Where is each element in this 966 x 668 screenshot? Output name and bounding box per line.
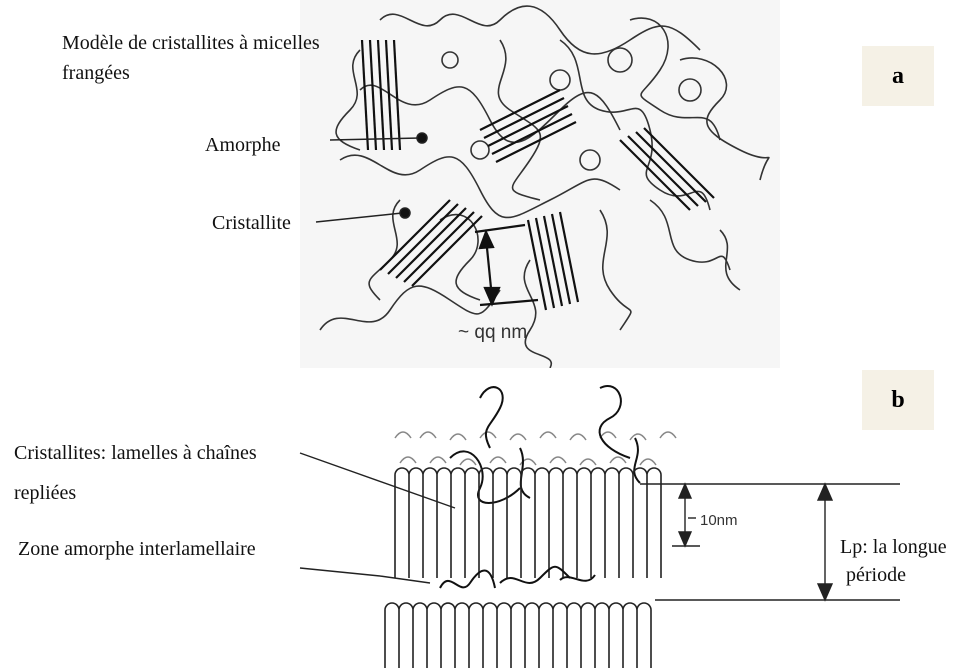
title-line-2: frangées — [62, 60, 130, 86]
label-lp-line-2: période — [846, 562, 906, 588]
lamella-folds — [385, 603, 651, 668]
lamella-folds — [395, 468, 661, 578]
label-scale-qq-nm: ~ qq nm — [458, 320, 527, 346]
panel-b: Cristallites: lamelles à chaînes repliée… — [0, 368, 966, 668]
label-ten-nm: 10nm — [700, 508, 738, 534]
title-line-1: Modèle de cristallites à micelles — [62, 30, 320, 56]
panel-tag-a: a — [862, 46, 934, 106]
label-zone-amorphe: Zone amorphe interlamellaire — [18, 536, 256, 562]
label-amorphe: Amorphe — [205, 132, 281, 158]
label-cristallite: Cristallite — [212, 210, 291, 236]
panel-tag-b: b — [862, 370, 934, 430]
folded-lamellae-drawing — [0, 368, 966, 668]
label-cristallites-line-1: Cristallites: lamelles à chaînes — [14, 440, 257, 466]
panel-a: Modèle de cristallites à micelles frangé… — [0, 0, 966, 368]
label-lp-line-1: Lp: la longue — [840, 534, 947, 560]
label-cristallites-line-2: repliées — [14, 480, 76, 506]
